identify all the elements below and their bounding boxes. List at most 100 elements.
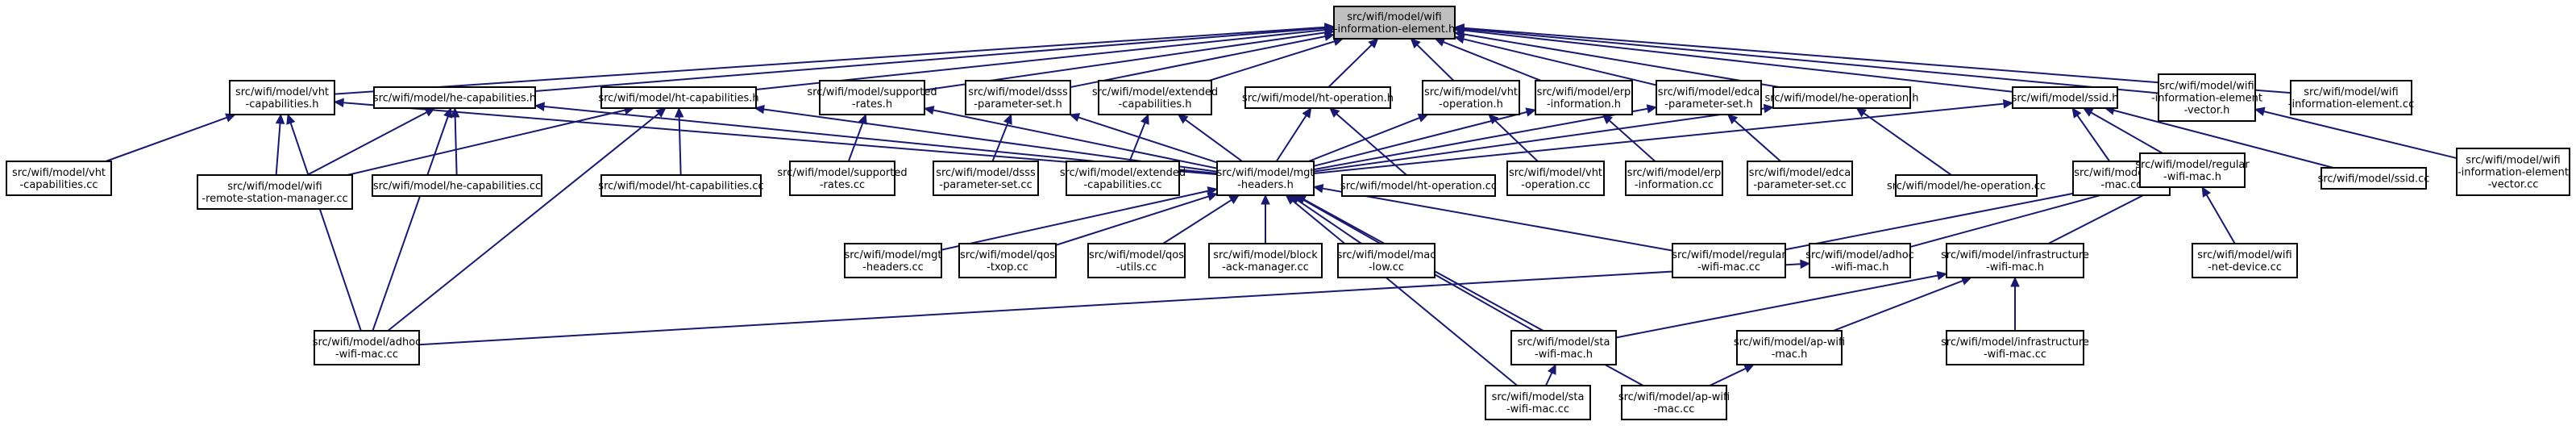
- file-node-dsss-cc[interactable]: src/wifi/model/dsss-parameter-set.cc: [933, 161, 1039, 196]
- arrowhead-icon: [1855, 107, 1868, 118]
- node-box: [1747, 161, 1853, 196]
- file-node-qos-txop-cc[interactable]: src/wifi/model/qos-txop.cc: [958, 243, 1057, 278]
- file-node-infra-cc[interactable]: src/wifi/model/infrastructure-wifi-mac.c…: [1941, 330, 2089, 365]
- node-box: [1535, 80, 1633, 115]
- node-box: [1736, 330, 1843, 365]
- node-label-line: -capabilities.h: [1119, 98, 1192, 111]
- file-node-vht-cap-cc[interactable]: src/wifi/model/vht-capabilities.cc: [6, 161, 112, 196]
- file-node-adhoc-cc[interactable]: src/wifi/model/adhoc-wifi-mac.cc: [313, 330, 422, 365]
- edge-line: [991, 122, 1009, 162]
- node-label-line: src/wifi/model/infrastructure: [1941, 249, 2089, 261]
- file-node-he-cap-h[interactable]: src/wifi/model/he-capabilities.h: [373, 86, 536, 109]
- file-node-vht-op-cc[interactable]: src/wifi/model/vht-operation.cc: [1506, 161, 1605, 196]
- edge-line: [847, 122, 864, 162]
- file-node-ht-cap-cc[interactable]: src/wifi/model/ht-capabilities.cc: [598, 174, 764, 197]
- file-node-regular-cc[interactable]: src/wifi/model/regular-wifi-mac.cc: [1672, 243, 1786, 278]
- file-node-supp-rates-cc[interactable]: src/wifi/model/supported-rates.cc: [777, 161, 908, 196]
- file-node-sta-h[interactable]: src/wifi/model/sta-wifi-mac.h: [1510, 330, 1617, 365]
- file-node-ie-cc[interactable]: src/wifi/model/wifi-information-element.…: [2288, 80, 2414, 115]
- file-node-ht-op-cc[interactable]: src/wifi/model/ht-operation.cc: [1340, 174, 1497, 197]
- edge-line: [1208, 40, 1335, 81]
- file-node-he-op-h[interactable]: src/wifi/model/he-operation.h: [1765, 86, 1919, 109]
- file-node-rsm-cc[interactable]: src/wifi/model/wifi-remote-station-manag…: [197, 174, 353, 210]
- edge-line: [347, 109, 625, 176]
- node-label-line: src/wifi/model/he-operation.h: [1765, 93, 1919, 105]
- file-node-sta-cc[interactable]: src/wifi/model/sta-wifi-mac.cc: [1485, 385, 1591, 420]
- file-node-vht-op-h[interactable]: src/wifi/model/vht-operation.h: [1422, 80, 1520, 115]
- edge-line: [1909, 186, 2132, 248]
- node-box: [789, 161, 895, 196]
- node-box: [600, 86, 757, 109]
- node-label-line: src/wifi/model/wifi: [2304, 86, 2398, 98]
- node-label-line: -vector.h: [2184, 105, 2230, 117]
- node-label-line: -headers.h: [1237, 179, 1294, 191]
- file-node-mgt-h[interactable]: src/wifi/model/mgt-headers.h: [1216, 161, 1315, 196]
- file-node-qos-utils-cc[interactable]: src/wifi/model/qos-utils.cc: [1087, 243, 1186, 278]
- file-node-regular-h[interactable]: src/wifi/model/regular-wifi-mac.h: [2135, 152, 2250, 188]
- file-node-ht-cap-h[interactable]: src/wifi/model/ht-capabilities.h: [598, 86, 759, 109]
- file-node-ie-vec-cc[interactable]: src/wifi/model/wifi-information-element-…: [2456, 148, 2570, 196]
- node-label-line: src/wifi/model/ht-capabilities.cc: [598, 181, 763, 193]
- edge-line: [2047, 190, 2152, 244]
- arrowhead-icon: [655, 107, 667, 118]
- file-node-edca-h[interactable]: src/wifi/model/edca-parameter-set.h: [1656, 80, 1762, 115]
- arrowhead-icon: [1800, 259, 1811, 269]
- file-node-ssid-h[interactable]: src/wifi/model/ssid.h: [2012, 86, 2119, 109]
- node-label-line: src/wifi/model/he-capabilities.h: [373, 93, 536, 105]
- file-node-block-ack-cc[interactable]: src/wifi/model/block-ack-manager.cc: [1208, 243, 1323, 278]
- nodes-layer: src/wifi/model/wifi-information-element.…: [6, 6, 2570, 420]
- file-node-ie-vec-h[interactable]: src/wifi/model/wifi-information-element-…: [2151, 73, 2262, 122]
- dependency-edge-edca_h-to-root: [1453, 34, 1657, 86]
- edge-line: [2090, 111, 2163, 154]
- edges-layer: [105, 23, 2458, 386]
- file-node-ext-cap-cc[interactable]: src/wifi/model/extended-capabilities.cc: [1060, 161, 1186, 196]
- file-node-ht-op-h[interactable]: src/wifi/model/ht-operation.h: [1242, 86, 1394, 109]
- dependency-edge-mgt_h-to-he_op_h: [1313, 103, 1775, 173]
- node-label-line: src/wifi/model/extended: [1060, 167, 1186, 179]
- arrowhead-icon: [275, 113, 285, 124]
- dependency-edge-ap_h-to-infra_h: [1833, 276, 1972, 332]
- arrowhead-icon: [1453, 23, 1465, 33]
- file-node-adhoc-h[interactable]: src/wifi/model/adhoc-wifi-mac.h: [1805, 243, 1914, 278]
- file-node-mac-low-cc[interactable]: src/wifi/model/mac-low.cc: [1337, 243, 1436, 278]
- node-label-line: src/wifi/model/edca: [1658, 86, 1760, 98]
- dependency-edge-vht_cap_cc-to-vht_cap_h: [105, 113, 236, 162]
- file-node-infra-h[interactable]: src/wifi/model/infrastructure-wifi-mac.h: [1941, 243, 2089, 278]
- file-node-supp-rates-h[interactable]: src/wifi/model/supported-rates.h: [807, 80, 937, 115]
- file-node-vht-cap-h[interactable]: src/wifi/model/vht-capabilities.h: [229, 80, 335, 115]
- file-node-edca-cc[interactable]: src/wifi/model/edca-parameter-set.cc: [1747, 161, 1853, 196]
- file-node-ext-cap-h[interactable]: src/wifi/model/extended-capabilities.h: [1092, 80, 1218, 115]
- dependency-edge-rsm_cc-to-vht_cap_h: [275, 113, 285, 176]
- node-box: [1772, 86, 1911, 109]
- node-label-line: -utils.cc: [1116, 261, 1157, 273]
- file-node-ap-cc[interactable]: src/wifi/model/ap-wifi-mac.cc: [1618, 385, 1730, 420]
- file-node-ssid-cc[interactable]: src/wifi/model/ssid.cc: [2318, 167, 2430, 190]
- arrowhead-icon: [923, 105, 935, 115]
- node-label-line: src/wifi/model/wifi: [2466, 155, 2560, 167]
- node-label-line: -operation.h: [1439, 98, 1503, 111]
- arrowhead-icon: [1726, 114, 1739, 124]
- file-node-ap-h[interactable]: src/wifi/model/ap-wifi-mac.h: [1734, 330, 1845, 365]
- file-node-he-op-cc[interactable]: src/wifi/model/he-operation.cc: [1887, 174, 2046, 197]
- node-box: [2139, 152, 2246, 188]
- file-node-mgt-cc[interactable]: src/wifi/model/mgt-headers.cc: [844, 243, 942, 278]
- file-node-dsss-h[interactable]: src/wifi/model/dsss-parameter-set.h: [965, 80, 1071, 115]
- file-node-erp-cc[interactable]: src/wifi/model/erp-information.cc: [1625, 161, 1723, 196]
- edge-line: [1313, 107, 1765, 173]
- node-box: [1656, 80, 1762, 115]
- dependency-edge-mgt_h-to-erp_h: [1313, 107, 1537, 167]
- dependency-edge-infra_cc-to-infra_h: [2010, 276, 2020, 331]
- edge-line: [1463, 27, 2291, 94]
- node-label-line: src/wifi/model/he-capabilities.cc: [373, 181, 541, 193]
- dependency-edge-mgt_h-to-dsss_h: [1069, 113, 1218, 164]
- node-label-line: -capabilities.cc: [1083, 179, 1161, 191]
- node-label-line: -wifi-mac.h: [2163, 171, 2221, 183]
- file-node-he-cap-cc[interactable]: src/wifi/model/he-capabilities.cc: [372, 174, 542, 197]
- file-node-net-dev-cc[interactable]: src/wifi/model/wifi-net-device.cc: [2192, 243, 2298, 278]
- node-label-line: -mac.cc: [2101, 179, 2142, 191]
- node-label-line: src/wifi/model/mgt: [1216, 167, 1314, 179]
- file-node-root[interactable]: src/wifi/model/wifi-information-element.…: [1333, 6, 1456, 40]
- edge-line: [1734, 119, 1781, 162]
- dependency-edge-he_op_cc-to-he_op_h: [1855, 107, 1952, 176]
- file-node-erp-h[interactable]: src/wifi/model/erp-information.h: [1535, 80, 1633, 115]
